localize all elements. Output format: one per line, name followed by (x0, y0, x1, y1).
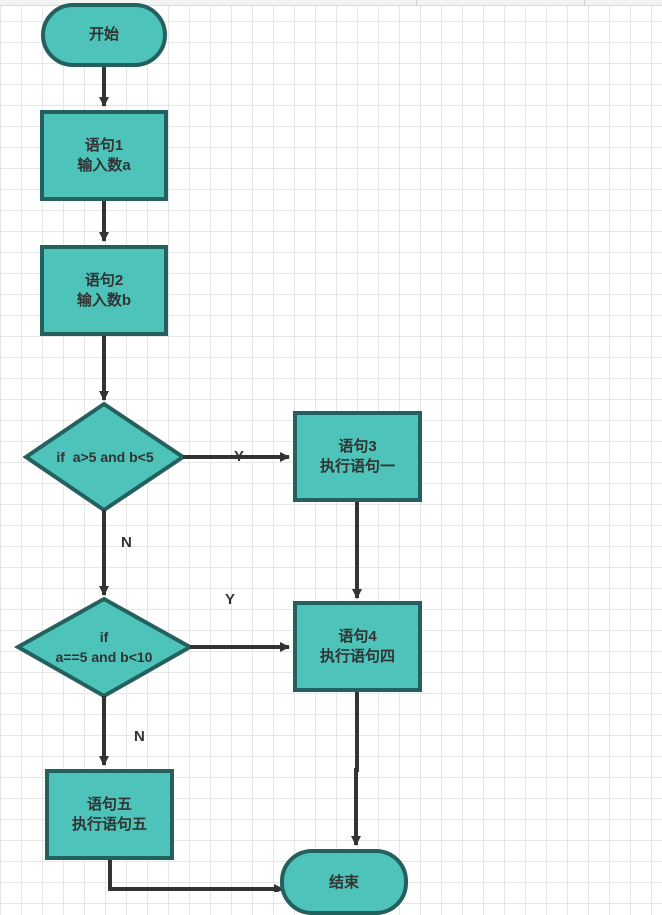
end-terminal[interactable]: 结束 (280, 849, 408, 915)
statement-5-text: 执行语句五 (71, 815, 147, 833)
decision-2-condition: a==5 and b<10 (55, 649, 153, 665)
decision-1-no-label: N (121, 534, 132, 551)
statement-2-box[interactable]: 语句2 输入数b (40, 245, 168, 336)
start-terminal[interactable]: 开始 (41, 3, 167, 67)
canvas-top-ruler (0, 0, 662, 6)
statement-4-text: 执行语句四 (319, 647, 395, 665)
decision-2-label: if a==5 and b<10 (24, 626, 184, 668)
statement-1-text: 输入数a (77, 156, 131, 174)
statement-3-title: 语句3 (338, 437, 377, 455)
statement-4-box[interactable]: 语句4 执行语句四 (293, 601, 422, 692)
statement-3-text: 执行语句一 (319, 457, 395, 475)
decision-2-yes-label: Y (225, 591, 236, 608)
decision-1-yes-label: Y (234, 448, 245, 465)
statement-2-text: 输入数b (76, 291, 132, 309)
statement-1-title: 语句1 (84, 136, 124, 154)
statement-3-box[interactable]: 语句3 执行语句一 (293, 411, 422, 502)
start-label: 开始 (88, 26, 119, 43)
end-label: 结束 (328, 874, 359, 891)
decision-2-keyword: if (99, 629, 109, 645)
flowchart-canvas (13, 67, 362, 892)
edge-s4-to-end (351, 692, 361, 846)
edge-s5-to-end (108, 860, 284, 892)
decision-1-condition: if a>5 and b<5 (56, 449, 154, 465)
decision-1-label: if a>5 and b<5 (30, 445, 180, 469)
statement-1-box[interactable]: 语句1 输入数a (40, 110, 168, 201)
statement-5-title: 语句五 (86, 795, 132, 813)
statement-4-title: 语句4 (338, 627, 377, 645)
statement-2-title: 语句2 (84, 271, 124, 289)
statement-5-box[interactable]: 语句五 执行语句五 (45, 769, 174, 860)
decision-2-no-label: N (134, 728, 145, 745)
